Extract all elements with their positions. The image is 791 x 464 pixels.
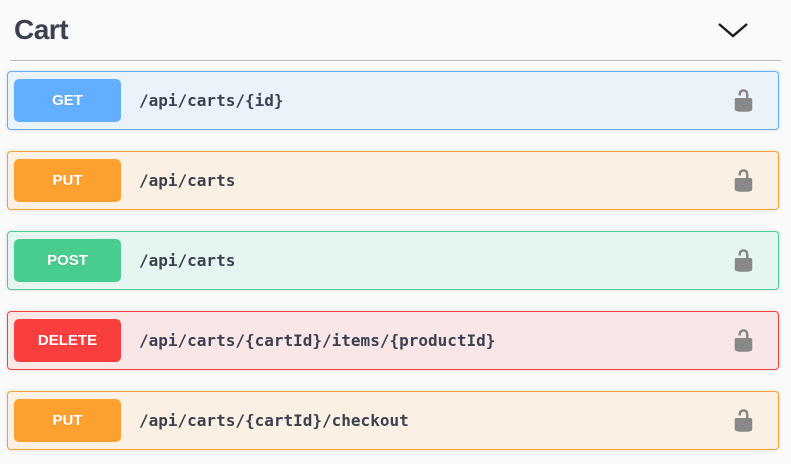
endpoint-row-get-cart[interactable]: GET /api/carts/{id} bbox=[7, 71, 779, 130]
http-method-badge[interactable]: POST bbox=[14, 239, 121, 282]
endpoint-path: /api/carts/{cartId}/checkout bbox=[139, 411, 409, 430]
http-method-badge[interactable]: PUT bbox=[14, 159, 121, 202]
http-method-badge[interactable]: GET bbox=[14, 79, 121, 122]
authorize-button[interactable] bbox=[731, 248, 756, 273]
section-header-cart[interactable]: Cart bbox=[10, 0, 781, 61]
api-section-cart: Cart GET /api/carts/{id} PUT /api/carts bbox=[0, 0, 791, 450]
http-method-badge[interactable]: DELETE bbox=[14, 319, 121, 362]
endpoint-row-delete-cart-item[interactable]: DELETE /api/carts/{cartId}/items/{produc… bbox=[7, 311, 779, 370]
endpoint-row-put-checkout[interactable]: PUT /api/carts/{cartId}/checkout bbox=[7, 391, 779, 450]
unlock-icon bbox=[731, 408, 756, 433]
endpoint-path: /api/carts bbox=[139, 251, 236, 270]
authorize-button[interactable] bbox=[731, 408, 756, 433]
http-method-badge[interactable]: PUT bbox=[14, 399, 121, 442]
unlock-icon bbox=[731, 88, 756, 113]
endpoint-path: /api/carts/{id} bbox=[139, 91, 284, 110]
section-title: Cart bbox=[14, 14, 69, 45]
unlock-icon bbox=[731, 248, 756, 273]
collapse-section-button[interactable] bbox=[713, 18, 753, 43]
endpoint-path: /api/carts bbox=[139, 171, 236, 190]
authorize-button[interactable] bbox=[731, 168, 756, 193]
endpoint-list: GET /api/carts/{id} PUT /api/carts POST … bbox=[0, 71, 791, 450]
unlock-icon bbox=[731, 168, 756, 193]
unlock-icon bbox=[731, 328, 756, 353]
authorize-button[interactable] bbox=[731, 328, 756, 353]
endpoint-row-post-carts[interactable]: POST /api/carts bbox=[7, 231, 779, 290]
endpoint-path: /api/carts/{cartId}/items/{productId} bbox=[139, 331, 496, 350]
authorize-button[interactable] bbox=[731, 88, 756, 113]
chevron-down-icon bbox=[717, 22, 749, 39]
endpoint-row-put-carts[interactable]: PUT /api/carts bbox=[7, 151, 779, 210]
